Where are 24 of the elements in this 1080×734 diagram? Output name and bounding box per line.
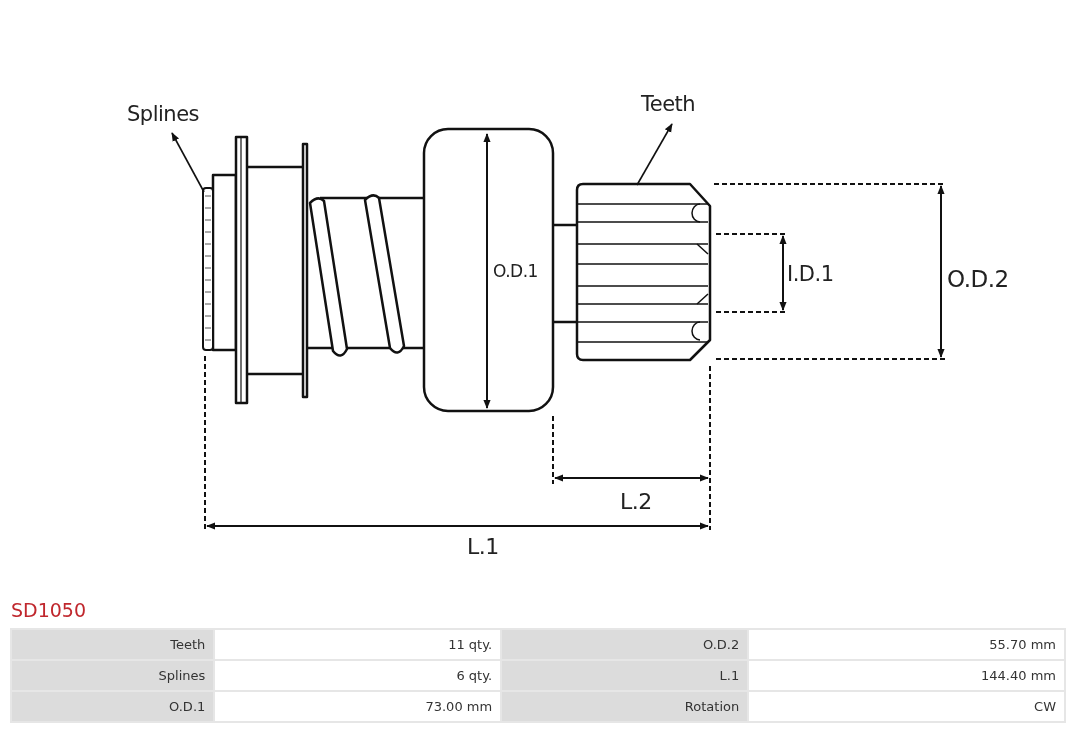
spec-value-cell: 11 qty. (215, 630, 501, 659)
spec-name-cell: O.D.2 (502, 630, 748, 659)
dimension-label: I.D.1 (787, 264, 834, 285)
part-number-heading: SD1050 (11, 599, 87, 621)
spec-value-cell: 73.00 mm (215, 692, 501, 721)
spec-name-cell: O.D.1 (12, 692, 214, 721)
spec-name-cell: Splines (12, 661, 214, 690)
spec-name-cell: L.1 (502, 661, 748, 690)
spec-value-cell: 6 qty. (215, 661, 501, 690)
leader-line (171, 132, 205, 193)
dimension-label: O.D.1 (493, 263, 538, 280)
spec-value-cell: 55.70 mm (749, 630, 1064, 659)
pinion-gear-drawing (575, 182, 712, 362)
spec-value-cell: CW (749, 692, 1064, 721)
dimension-label: L.2 (620, 491, 652, 513)
spec-name-cell: Rotation (502, 692, 748, 721)
part-label: Teeth (641, 94, 696, 115)
spline-ring (202, 187, 214, 351)
part-label: Splines (127, 104, 199, 125)
spec-name-cell: Teeth (12, 630, 214, 659)
leader-line (636, 123, 673, 186)
dimension-label: L.1 (467, 536, 499, 558)
dimension-label: O.D.2 (947, 268, 1009, 291)
spec-value-cell: 144.40 mm (749, 661, 1064, 690)
